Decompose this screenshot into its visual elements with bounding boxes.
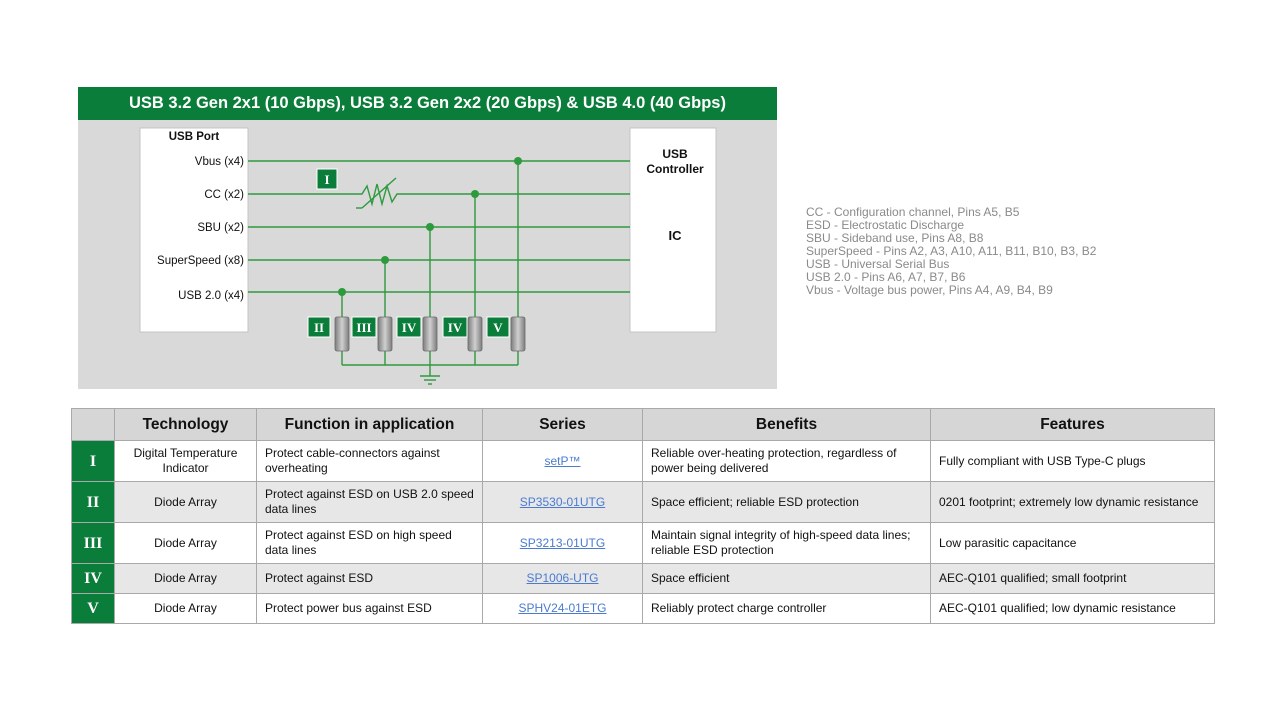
row-series: SPHV24-01ETG: [482, 593, 643, 624]
row-numeral: V: [71, 593, 115, 624]
product-table: Technology Function in application Serie…: [71, 408, 1215, 624]
row-benefits: Space efficient; reliable ESD protection: [642, 481, 931, 523]
line-label-sbu: SBU (x2): [197, 222, 244, 234]
legend-item: ESD - Electrostatic Discharge: [806, 218, 965, 232]
usb-protection-diagram: USB Port Vbus (x4) CC (x2) SBU (x2) Supe…: [78, 120, 777, 389]
row-numeral: I: [71, 440, 115, 482]
marker-iv-a-label: IV: [402, 320, 417, 335]
header-series: Series: [482, 408, 643, 441]
table-row: IV Diode Array Protect against ESD SP100…: [71, 563, 1215, 594]
row-numeral: III: [71, 522, 115, 564]
line-label-superspeed: SuperSpeed (x8): [157, 255, 244, 267]
series-link[interactable]: SP3530-01UTG: [519, 494, 606, 509]
controller-title-line2: Controller: [646, 162, 704, 176]
table-row: V Diode Array Protect power bus against …: [71, 593, 1215, 624]
tvs-diode-iv-a: [422, 316, 438, 352]
junction-dot: [471, 190, 479, 198]
tvs-diode-iii: [377, 316, 393, 352]
header-technology: Technology: [114, 408, 257, 441]
marker-v-label: V: [493, 320, 503, 335]
usb-port-title: USB Port: [169, 131, 220, 143]
marker-iii: [351, 316, 377, 338]
usb-port-box: [139, 127, 249, 333]
row-series: SP1006-UTG: [482, 563, 643, 594]
row-features: AEC-Q101 qualified; small footprint: [930, 563, 1215, 594]
marker-iv-b-label: IV: [448, 320, 463, 335]
line-label-vbus: Vbus (x4): [195, 156, 244, 168]
tvs-diode-ii: [334, 316, 350, 352]
junction-dot: [381, 256, 389, 264]
row-numeral: IV: [71, 563, 115, 594]
row-features: Low parasitic capacitance: [930, 522, 1215, 564]
header-benefits: Benefits: [642, 408, 931, 441]
row-technology: Diode Array: [114, 481, 257, 523]
row-technology: Diode Array: [114, 593, 257, 624]
marker-ii: [307, 316, 331, 338]
row-technology: Digital Temperature Indicator: [114, 440, 257, 482]
row-numeral: II: [71, 481, 115, 523]
table-row: III Diode Array Protect against ESD on h…: [71, 522, 1215, 564]
row-function: Protect power bus against ESD: [256, 593, 483, 624]
table-row: I Digital Temperature Indicator Protect …: [71, 440, 1215, 482]
junction-dot: [426, 223, 434, 231]
thermistor-arrow: [361, 177, 397, 209]
row-benefits: Reliably protect charge controller: [642, 593, 931, 624]
marker-i-label: I: [324, 172, 329, 187]
marker-i: [316, 168, 338, 190]
table-row: II Diode Array Protect against ESD on US…: [71, 481, 1215, 523]
row-technology: Diode Array: [114, 563, 257, 594]
row-benefits: Reliable over-heating protection, regard…: [642, 440, 931, 482]
series-link[interactable]: setP™: [544, 453, 581, 468]
legend-item: CC - Configuration channel, Pins A5, B5: [806, 205, 1020, 219]
junction-dot: [338, 288, 346, 296]
row-features: 0201 footprint; extremely low dynamic re…: [930, 481, 1215, 523]
legend-item: Vbus - Voltage bus power, Pins A4, A9, B…: [806, 283, 1053, 297]
row-function: Protect against ESD on high speed data l…: [256, 522, 483, 564]
header-features: Features: [930, 408, 1215, 441]
series-link[interactable]: SP3213-01UTG: [519, 535, 606, 550]
tvs-diode-iv-b: [467, 316, 483, 352]
legend-item: SBU - Sideband use, Pins A8, B8: [806, 231, 984, 245]
marker-iv-b: [442, 316, 468, 338]
row-function: Protect against ESD on USB 2.0 speed dat…: [256, 481, 483, 523]
row-function: Protect against ESD: [256, 563, 483, 594]
marker-iv-a: [396, 316, 422, 338]
usb-controller-box: [629, 127, 717, 333]
diagram-banner-title: USB 3.2 Gen 2x1 (10 Gbps), USB 3.2 Gen 2…: [78, 87, 777, 120]
series-link[interactable]: SP1006-UTG: [526, 571, 599, 585]
marker-iii-label: III: [356, 320, 371, 335]
line-label-cc: CC (x2): [204, 189, 244, 201]
row-features: Fully compliant with USB Type-C plugs: [930, 440, 1215, 482]
abbreviation-legend: CC - Configuration channel, Pins A5, B5 …: [806, 206, 1096, 297]
controller-ic-label: IC: [669, 228, 683, 243]
controller-title-line1: USB: [662, 147, 688, 161]
circuit-schematic: USB Port Vbus (x4) CC (x2) SBU (x2) Supe…: [139, 127, 717, 385]
header-index: [71, 408, 115, 441]
row-series: setP™: [482, 440, 643, 482]
legend-item: USB - Universal Serial Bus: [806, 257, 950, 271]
legend-item: SuperSpeed - Pins A2, A3, A10, A11, B11,…: [806, 244, 1097, 258]
table-header-row: Technology Function in application Serie…: [71, 408, 1215, 441]
header-function: Function in application: [256, 408, 483, 441]
junction-dot: [514, 157, 522, 165]
marker-ii-label: II: [314, 320, 324, 335]
row-series: SP3213-01UTG: [482, 522, 643, 564]
line-label-usb2: USB 2.0 (x4): [178, 290, 244, 302]
row-benefits: Maintain signal integrity of high-speed …: [642, 522, 931, 564]
row-series: SP3530-01UTG: [482, 481, 643, 523]
legend-item: USB 2.0 - Pins A6, A7, B7, B6: [806, 270, 966, 284]
row-features: AEC-Q101 qualified; low dynamic resistan…: [930, 593, 1215, 624]
tvs-diode-v: [510, 316, 526, 352]
row-technology: Diode Array: [114, 522, 257, 564]
marker-v: [486, 316, 510, 338]
series-link[interactable]: SPHV24-01ETG: [518, 601, 607, 615]
cc-line-with-thermistor: [248, 183, 630, 207]
row-benefits: Space efficient: [642, 563, 931, 594]
row-function: Protect cable-connectors against overhea…: [256, 440, 483, 482]
